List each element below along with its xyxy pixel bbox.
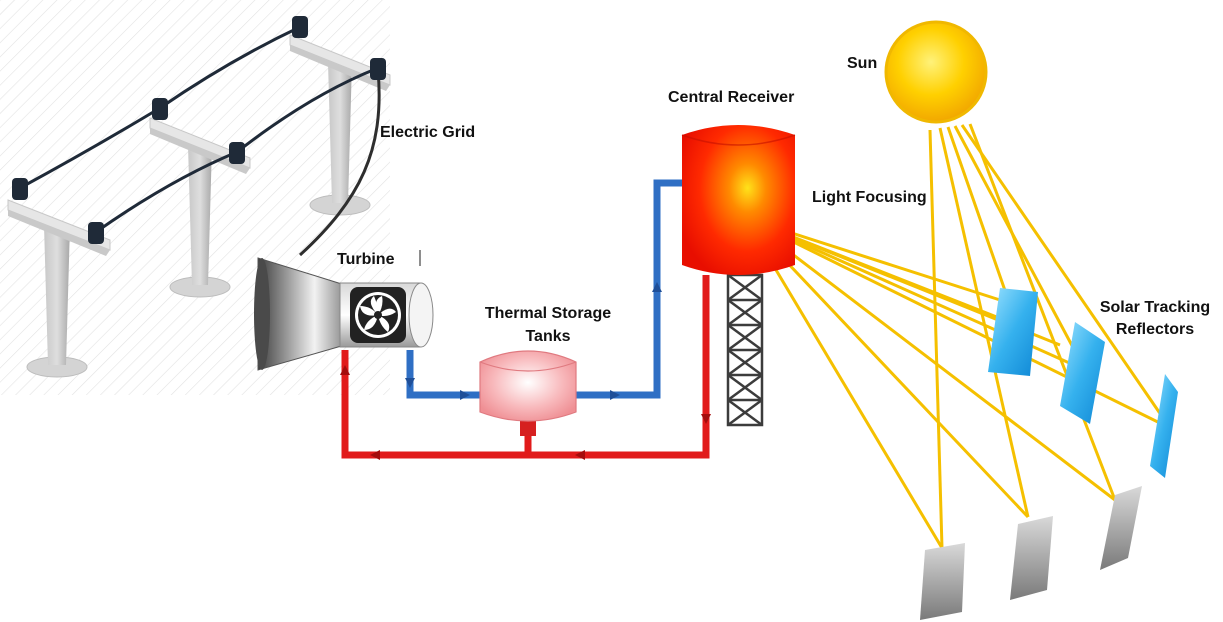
reflector-gray-1 <box>920 543 965 620</box>
label-solar-tracking-2: Reflectors <box>1116 321 1194 338</box>
sun-icon <box>884 20 988 124</box>
pylon-left <box>7 199 111 378</box>
label-central-receiver: Central Receiver <box>668 89 794 106</box>
reflector-blue-2 <box>1060 322 1105 424</box>
label-thermal-storage-1: Thermal Storage <box>485 305 611 322</box>
label-light-focusing: Light Focusing <box>812 189 927 206</box>
lattice-tower-icon <box>726 273 764 427</box>
label-electric-grid: Electric Grid <box>380 124 475 141</box>
thermal-storage-tank <box>479 350 577 436</box>
turbine <box>254 257 434 371</box>
pylon-right <box>289 34 391 216</box>
reflector-gray-2 <box>1010 516 1053 600</box>
label-turbine: Turbine <box>337 251 395 268</box>
gray-reflectors <box>920 486 1142 620</box>
cold-pipe-arrows <box>405 282 662 400</box>
label-sun: Sun <box>847 55 877 72</box>
electric-grid-cables <box>19 25 381 257</box>
hot-pipe-arrows <box>340 365 711 460</box>
central-receiver <box>681 125 796 275</box>
blue-reflectors <box>988 288 1178 478</box>
sun-rays <box>928 123 1172 549</box>
reflector-blue-3 <box>1150 374 1178 478</box>
label-solar-tracking-1: Solar Tracking <box>1100 299 1210 316</box>
turbine-fan-icon <box>350 287 406 343</box>
power-pylon-icon <box>7 34 391 378</box>
reflector-blue-1 <box>988 288 1038 376</box>
label-thermal-storage-2: Tanks <box>525 328 570 345</box>
insulators <box>12 16 386 244</box>
focused-rays <box>743 216 1171 549</box>
pylon-middle <box>149 117 251 298</box>
reflector-gray-3 <box>1100 486 1142 570</box>
